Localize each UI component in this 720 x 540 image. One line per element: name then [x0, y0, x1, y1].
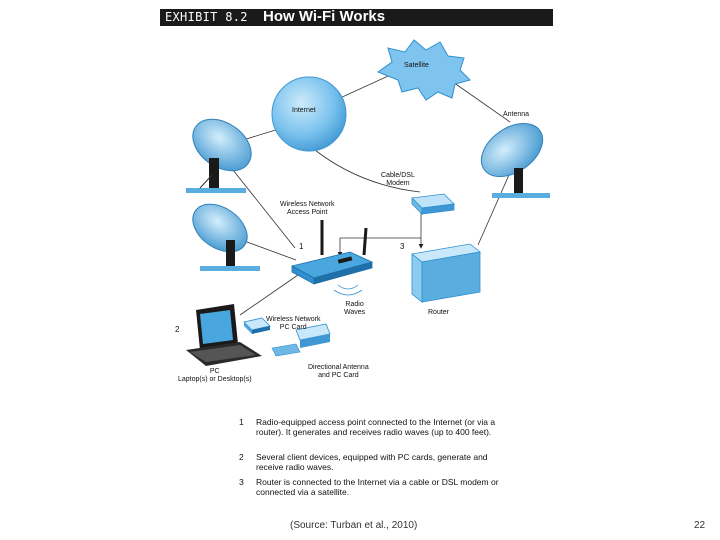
legend-text-1: Radio-equipped access point connected to… [256, 417, 496, 437]
link-dish1-ap [232, 169, 296, 249]
pc-label: PC Laptop(s) or Desktop(s) [178, 368, 252, 383]
link-internet-modem [314, 149, 421, 193]
marker-1: 1 [299, 242, 304, 251]
legend-text-2: Several client devices, equipped with PC… [256, 452, 488, 472]
router-box [411, 243, 481, 303]
legend-num-1: 1 [239, 417, 244, 427]
legend-num-3: 3 [239, 477, 244, 487]
antenna-label: Antenna [503, 111, 530, 118]
satellite-dish-left-bottom [192, 203, 260, 271]
directional-antenna-label: Directional Antenna and PC Card [308, 364, 369, 379]
source-citation: (Source: Turban et al., 2010) [290, 520, 418, 531]
wireless-pc-card [243, 317, 271, 334]
link-satellite-antenna [449, 79, 511, 123]
wireless-access-point [290, 220, 374, 285]
directional-antenna [271, 323, 331, 357]
radio-wave-arcs [333, 284, 363, 296]
satellite-label: Satellite [404, 62, 429, 69]
satellite-dish-left-top [186, 118, 252, 193]
pc-card-label: Wireless Network PC Card [266, 316, 321, 331]
diagram-title: How Wi-Fi Works [263, 8, 386, 25]
internet-globe [271, 76, 347, 152]
link-laptop-ap [239, 274, 299, 316]
antenna-dish-right [480, 122, 550, 198]
exhibit-number: EXHIBIT 8.2 [165, 10, 248, 24]
marker-2: 2 [175, 325, 180, 334]
modem-label: Cable/DSL Modem [381, 172, 415, 187]
exhibit-header-bar [160, 9, 553, 26]
marker-3: 3 [400, 242, 405, 251]
router-label: Router [428, 309, 450, 316]
cable-dsl-modem [411, 193, 455, 215]
satellite-cloud-shape [376, 39, 471, 101]
legend-text-3: Router is connected to the Internet via … [256, 477, 499, 497]
page-number: 22 [694, 520, 706, 531]
internet-label: Internet [292, 107, 316, 114]
radio-waves-label: Radio Waves [344, 301, 366, 316]
access-point-label: Wireless Network Access Point [280, 201, 335, 216]
laptop-pc [186, 304, 262, 366]
legend-num-2: 2 [239, 452, 244, 462]
